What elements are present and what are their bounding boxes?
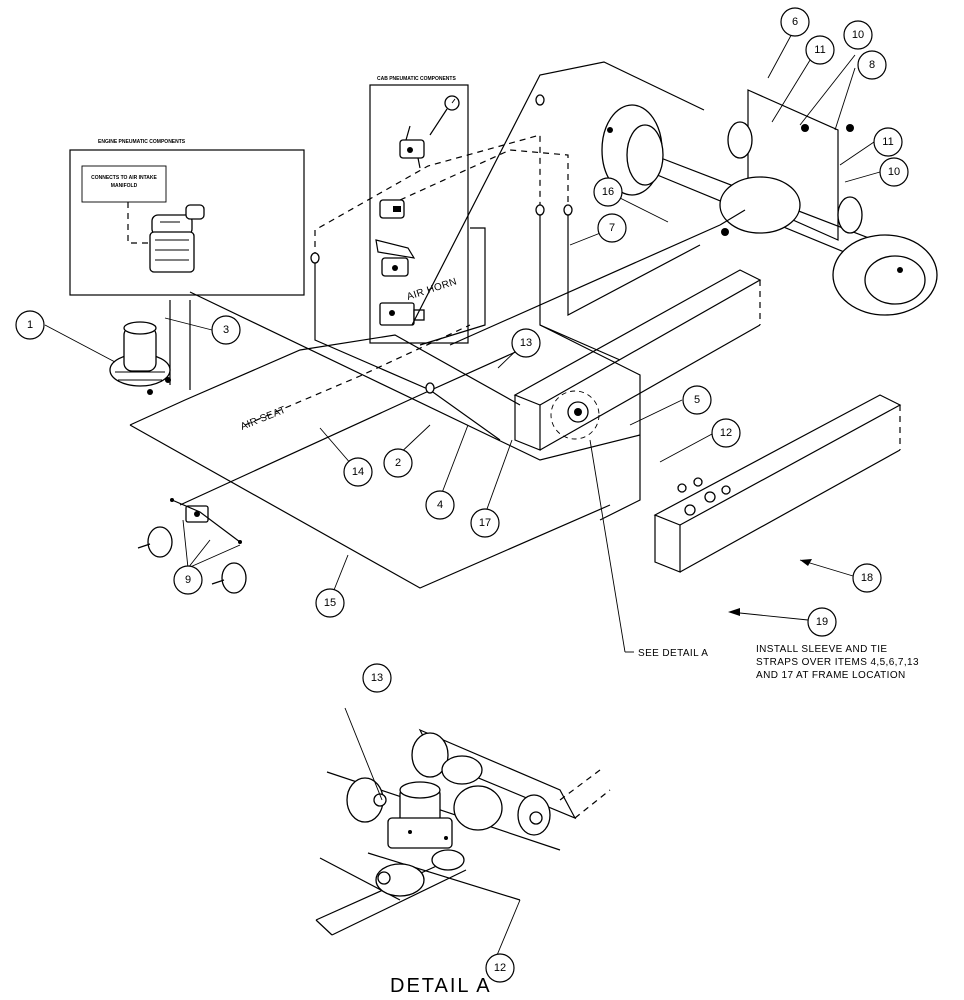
svg-text:13: 13: [520, 337, 532, 349]
engine-box-title: ENGINE PNEUMATIC COMPONENTS: [98, 139, 186, 145]
svg-text:19: 19: [816, 616, 828, 628]
svg-text:3: 3: [223, 324, 229, 336]
svg-text:11: 11: [814, 44, 825, 56]
callout-12: 12: [711, 418, 741, 448]
engine-components-box: ENGINE PNEUMATIC COMPONENTS CONNECTS TO …: [69, 139, 305, 296]
see-detail-a-label: SEE DETAIL A: [638, 648, 708, 659]
air-horn-valve: [375, 239, 416, 277]
callout-1: 1: [15, 310, 45, 340]
callout-19: 19: [807, 607, 837, 637]
svg-text:16: 16: [602, 186, 614, 198]
svg-text:13: 13: [371, 672, 383, 684]
frame-rails: [513, 269, 902, 573]
svg-text:1: 1: [27, 319, 33, 331]
air-horn-label: AIR HORN: [406, 276, 459, 303]
svg-text:9: 9: [185, 574, 191, 586]
svg-text:5: 5: [694, 394, 700, 406]
callout-14: 14: [343, 457, 373, 487]
frame-relay-valve: [550, 390, 600, 440]
engine-compressor: [149, 204, 205, 273]
svg-text:2: 2: [395, 457, 401, 469]
svg-text:15: 15: [324, 597, 336, 609]
callout-10-top: 10: [843, 20, 873, 50]
detail-callout-13: 13: [362, 663, 392, 693]
callout-5: 5: [682, 385, 712, 415]
front-brake-chambers: [137, 498, 247, 594]
intake-manifold-note: CONNECTS TO AIR INTAKE MANIFOLD: [91, 175, 157, 189]
svg-text:11: 11: [882, 136, 893, 148]
callout-9: 9: [173, 565, 203, 595]
svg-text:10: 10: [888, 166, 900, 178]
cab-valve-upper: [399, 125, 425, 169]
svg-text:8: 8: [869, 59, 875, 71]
svg-text:6: 6: [792, 16, 798, 28]
callout-18: 18: [852, 563, 882, 593]
svg-text:17: 17: [479, 517, 491, 529]
air-dryer: [109, 321, 171, 395]
svg-text:4: 4: [437, 499, 443, 511]
rear-axle: [601, 89, 938, 316]
leader-lines: [44, 27, 881, 653]
install-note-line-1: INSTALL SLEEVE AND TIE: [756, 644, 887, 655]
callout-17: 17: [470, 508, 500, 538]
cab-manifold-block: [379, 302, 425, 326]
callout-15: 15: [315, 588, 345, 618]
cab-components-box: CAB PNEUMATIC COMPONENTS AIR HORN: [369, 76, 469, 344]
cab-box-title: CAB PNEUMATIC COMPONENTS: [377, 76, 456, 82]
callout-3: 3: [211, 315, 241, 345]
air-seat-label: AIR SEAT: [239, 405, 288, 433]
cab-valve-mid: [379, 199, 405, 219]
svg-text:14: 14: [352, 466, 364, 478]
callout-16: 16: [593, 177, 623, 207]
callout-7: 7: [597, 213, 627, 243]
detail-a-view: 13 12 DETAIL A: [315, 663, 611, 997]
svg-text:10: 10: [852, 29, 864, 41]
svg-text:7: 7: [609, 222, 615, 234]
detail-a-title: DETAIL A: [390, 975, 492, 997]
callout-6: 6: [780, 7, 810, 37]
svg-text:12: 12: [720, 427, 732, 439]
callout-13: 13: [511, 328, 541, 358]
callout-8: 8: [857, 50, 887, 80]
callout-2: 2: [383, 448, 413, 478]
install-note-line-3: AND 17 AT FRAME LOCATION: [756, 670, 906, 681]
callout-10-side: 10: [879, 157, 909, 187]
callout-11-side: 11: [873, 127, 903, 157]
callout-11-top: 11: [805, 35, 835, 65]
callout-4: 4: [425, 490, 455, 520]
svg-text:12: 12: [494, 962, 506, 974]
detail-callout-12: 12: [485, 953, 515, 983]
install-note-line-2: STRAPS OVER ITEMS 4,5,6,7,13: [756, 657, 919, 668]
svg-text:18: 18: [861, 572, 873, 584]
